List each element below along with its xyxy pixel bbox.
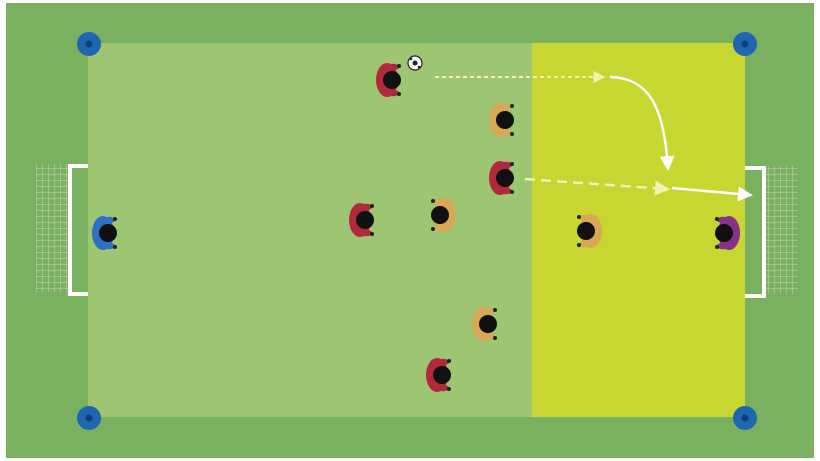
player-red	[426, 358, 451, 392]
right-goal-net	[764, 166, 798, 294]
player-gold	[431, 198, 456, 232]
pitch-area	[88, 43, 532, 417]
cone-icon	[77, 32, 101, 56]
player-gold	[489, 103, 514, 137]
player-red	[489, 161, 514, 195]
player-red	[349, 203, 374, 237]
ball-icon	[408, 56, 422, 70]
cone-icon	[733, 406, 757, 430]
left-goal-net	[36, 164, 70, 292]
player-gold	[472, 307, 497, 341]
attacking-zone	[532, 43, 745, 417]
cone-icon	[733, 32, 757, 56]
cone-icon	[77, 406, 101, 430]
player-red-with-ball	[376, 63, 401, 97]
player-gold	[577, 214, 602, 248]
goalkeeper-left	[92, 216, 117, 250]
goalkeeper-right	[715, 216, 740, 250]
